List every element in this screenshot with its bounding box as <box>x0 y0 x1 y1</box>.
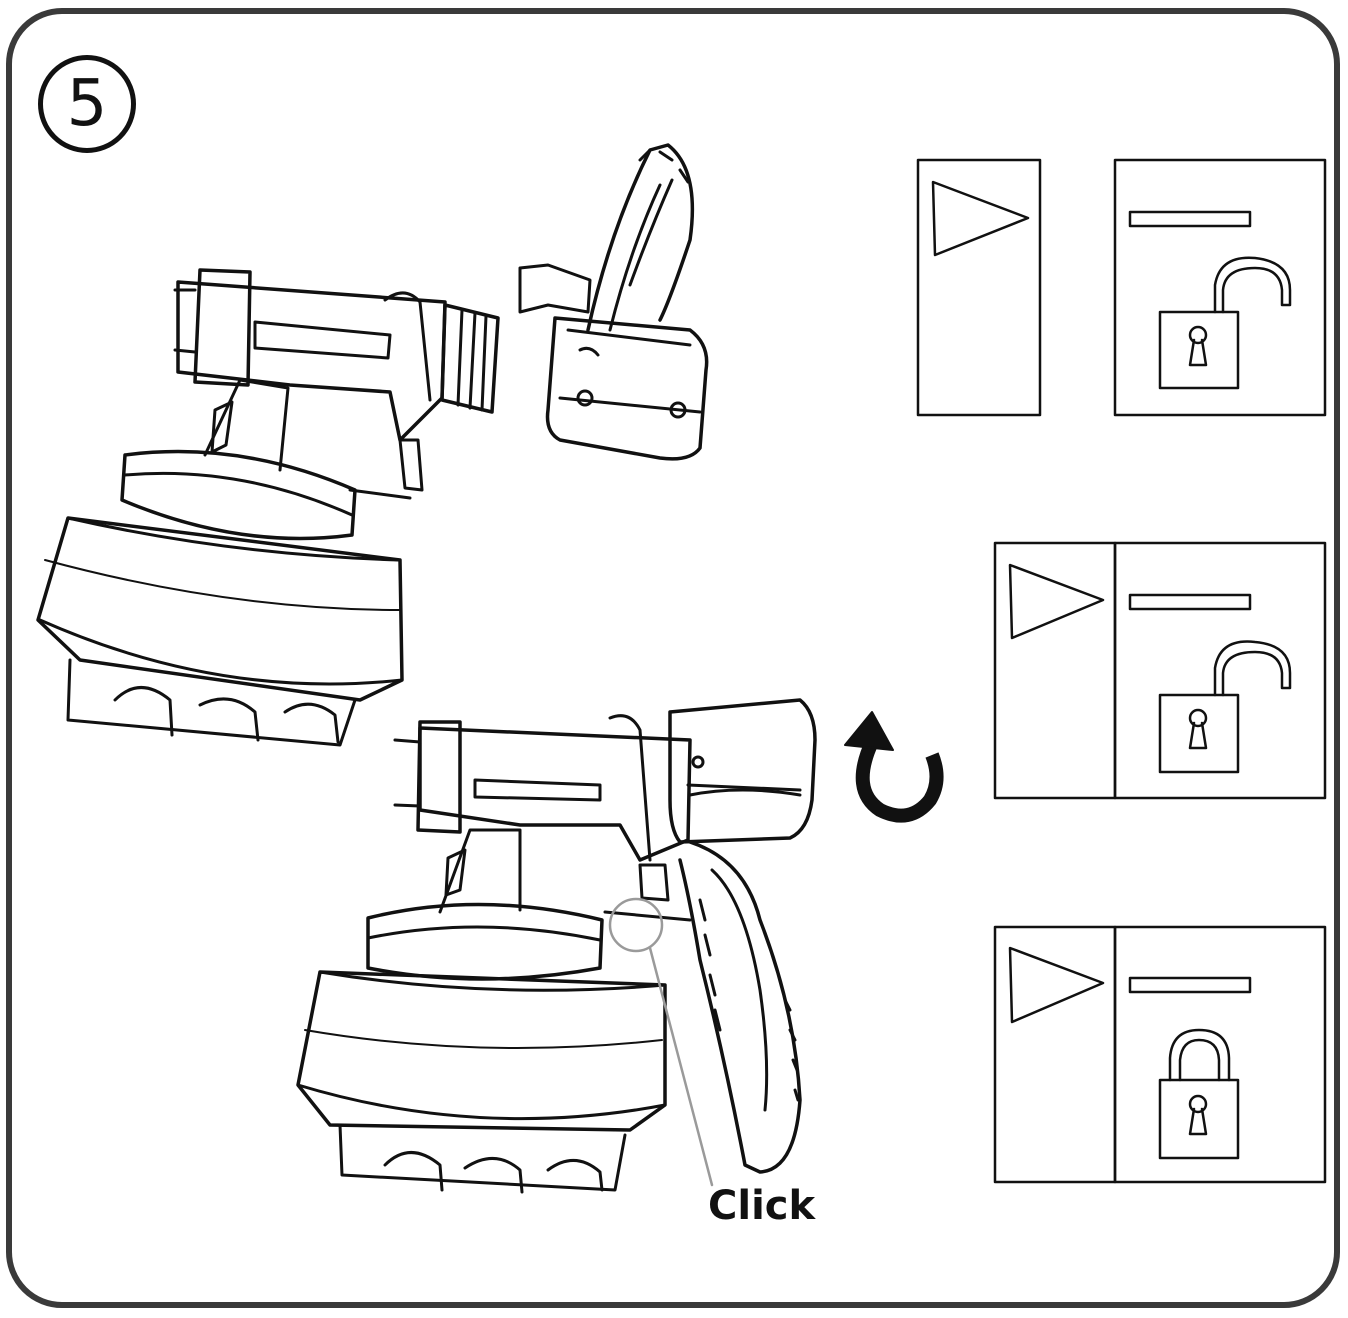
click-callout-circle <box>608 897 664 953</box>
step-number-badge: 5 <box>38 55 136 153</box>
panel-unlocked-separated <box>916 158 1327 417</box>
panel-unlocked-aligned <box>993 541 1327 800</box>
line-mark-icon <box>1128 210 1252 228</box>
line-mark-icon <box>1128 976 1252 994</box>
sprayer-assembled <box>296 698 817 1194</box>
arrow-triangle-icon <box>1008 563 1105 640</box>
open-padlock-icon <box>1158 256 1292 390</box>
motor-handle-separated <box>518 143 709 461</box>
arrow-triangle-icon <box>1008 946 1105 1024</box>
sprayer-front-separated <box>36 268 500 747</box>
rotate-arrow-icon <box>844 711 944 823</box>
open-padlock-icon <box>1158 640 1292 774</box>
panel-locked <box>993 925 1327 1184</box>
line-mark-icon <box>1128 593 1252 611</box>
click-label: Click <box>708 1183 816 1229</box>
arrow-triangle-icon <box>931 180 1030 257</box>
instruction-frame <box>6 8 1340 1308</box>
closed-padlock-icon <box>1158 1028 1240 1160</box>
click-callout-line <box>648 946 714 1187</box>
